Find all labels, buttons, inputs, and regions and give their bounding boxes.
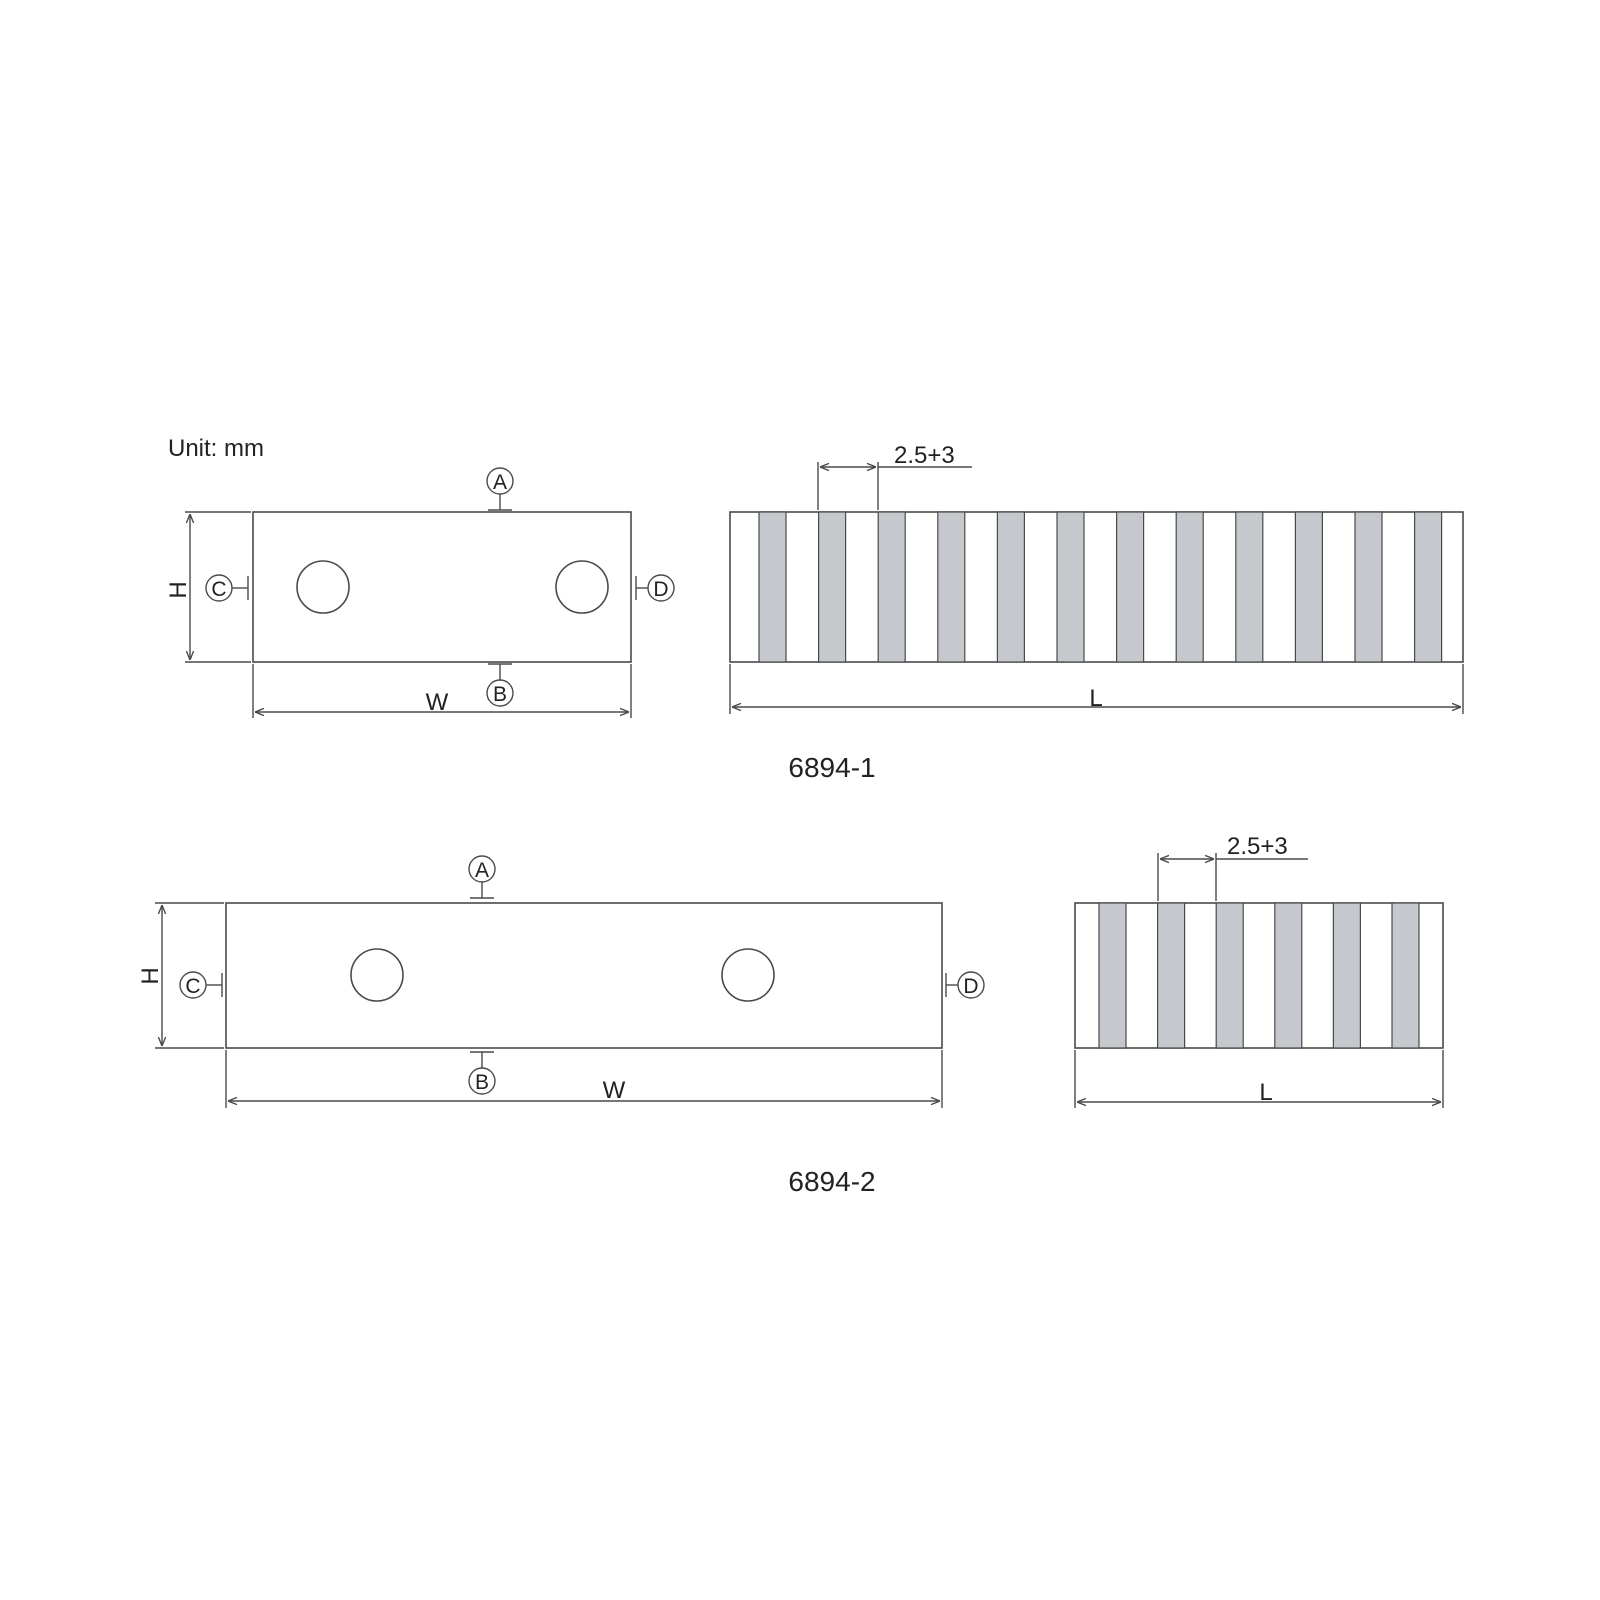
view-1-stripe [877, 511, 906, 663]
view-1-stripe [1115, 511, 1145, 663]
view-1-stripe [996, 511, 1026, 663]
view-1-stripe [1413, 511, 1443, 663]
view-2-length-label: L [1259, 1079, 1272, 1106]
view-1-marker-b-label: B [493, 683, 507, 706]
view-1-stripe [1175, 511, 1204, 663]
view-1-stripe [1056, 511, 1085, 663]
view-2-width-label: W [603, 1077, 626, 1104]
view-2-marker-d-label: D [963, 975, 978, 998]
view-1-marker-c-label: C [211, 578, 226, 601]
view-2-side-stripes [1098, 902, 1420, 1049]
view-2-side: 2.5+3 L [1074, 833, 1444, 1108]
view-1-side-stripes [758, 511, 1443, 663]
view-1-hole-left [296, 560, 350, 614]
view-2-marker-b-label: B [475, 1071, 489, 1094]
view-2-marker-a-label: A [475, 859, 489, 882]
view-2-hole-left [350, 948, 404, 1002]
view-2-stripe [1098, 902, 1127, 1049]
view-2-stripe [1215, 902, 1244, 1049]
view-1-height-label: H [165, 581, 192, 598]
view-1-stripe [937, 511, 966, 663]
view-2-marker-c-label: C [185, 975, 200, 998]
unit-label: Unit: mm [168, 435, 264, 462]
view-1-marker-d [647, 574, 675, 602]
view-2-pitch-label: 2.5+3 [1227, 833, 1288, 860]
view-2-front: H W A B C D [137, 855, 985, 1108]
view-1-stripe [817, 511, 847, 663]
view-1-stripe [1235, 511, 1264, 663]
view-1-stripe [758, 511, 787, 663]
view-1-width-label: W [426, 689, 449, 716]
view-2-side-body [1074, 902, 1444, 1049]
view-1-marker-a-label: A [493, 471, 507, 494]
view-2-marker-d [957, 971, 985, 999]
view-1-model-caption: 6894-1 [788, 752, 875, 783]
view-2-height-label: H [137, 967, 164, 984]
view-1-stripe [1354, 511, 1383, 663]
view-2-stripe [1156, 902, 1186, 1049]
view-1-stripe [1294, 511, 1324, 663]
view-2-model-caption: 6894-2 [788, 1166, 875, 1197]
view-2-hole-right [721, 948, 775, 1002]
view-1-length-label: L [1089, 685, 1102, 712]
view-1-side-body [729, 511, 1464, 663]
view-2-stripe [1274, 902, 1303, 1049]
view-1-marker-d-label: D [653, 578, 668, 601]
view-1-side: 2.5+3 L [729, 442, 1464, 714]
view-2-stripe [1332, 902, 1362, 1049]
view-1-marker-b [486, 679, 514, 707]
view-1-front: H W A B C D [165, 467, 675, 718]
view-2-front-body [225, 902, 943, 1049]
view-1-pitch-label: 2.5+3 [894, 442, 955, 469]
view-2-marker-b [468, 1067, 496, 1095]
view-1-hole-right [555, 560, 609, 614]
view-2-stripe [1391, 902, 1420, 1049]
